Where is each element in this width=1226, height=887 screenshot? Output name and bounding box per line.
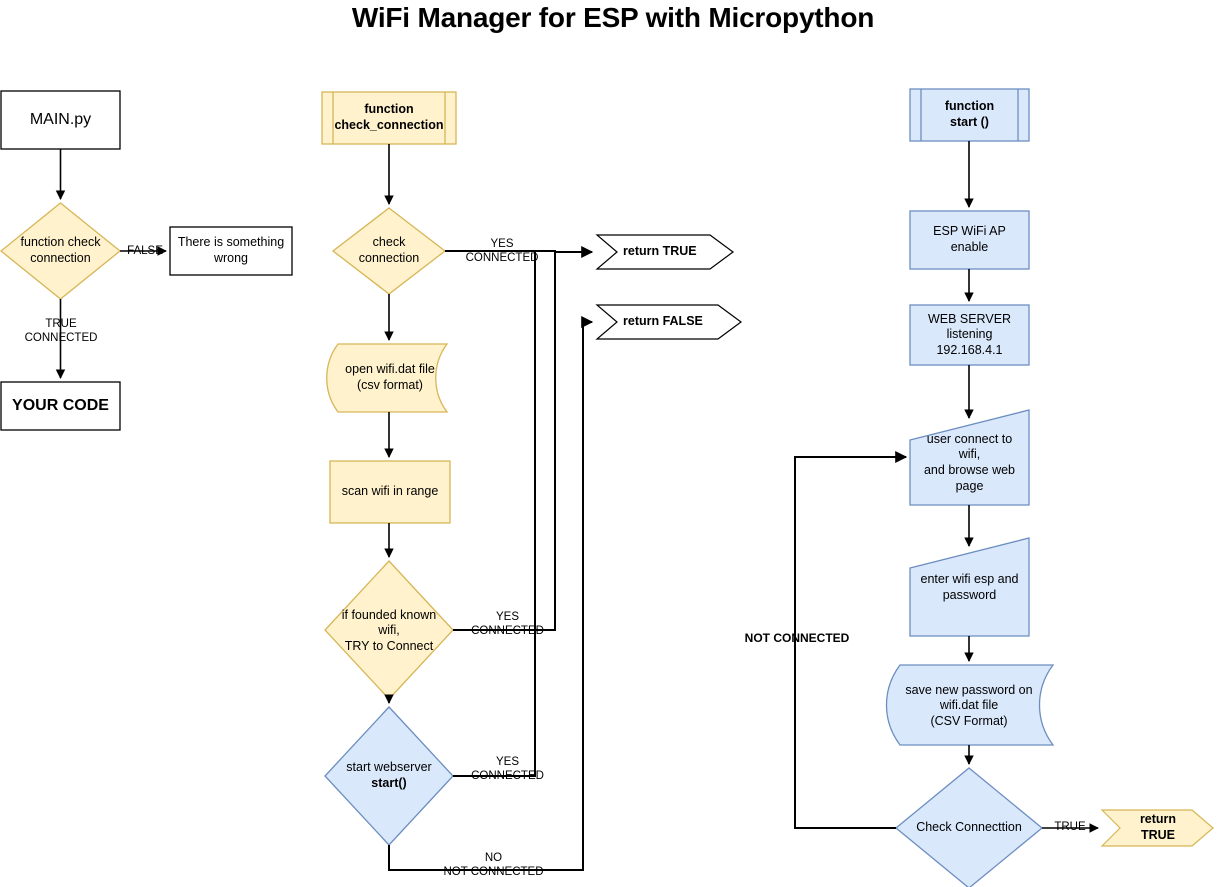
node-return-true-middle-label: return TRUE: [623, 244, 697, 259]
edge-label-not-connected: NOT CONNECTED: [744, 631, 850, 645]
edge-startweb-yes-to-bus: [453, 252, 536, 777]
edge-label-no-not-connected: NO NOT CONNECTED: [443, 852, 544, 878]
node-user-connect-shape: [909, 409, 1030, 506]
node-main-py-shape: [0, 90, 121, 150]
node-ap-enable[interactable]: ESP WiFi AP enable: [910, 211, 1029, 269]
edge-startweb-no-to-return-false: [388, 316, 594, 871]
node-return-true-middle[interactable]: return TRUE: [617, 239, 727, 265]
node-save-password-shape: [885, 664, 1055, 746]
node-if-founded-label: if founded known wifi, TRY to Connect: [341, 607, 437, 653]
node-open-wifi-dat-shape: [326, 343, 449, 413]
node-web-server-label: WEB SERVER listening 192.168.4.1: [927, 311, 1012, 357]
node-check-connection-header-shape: [321, 91, 457, 145]
edge-check-yes-to-return-true: [445, 246, 594, 258]
node-function-check-connection-label: function check connection: [20, 235, 101, 265]
node-check-connecttion[interactable]: Check Connecttion: [904, 815, 1034, 841]
node-return-true-middle-shape: [595, 234, 735, 270]
node-enter-wifi-shape: [909, 537, 1030, 637]
node-open-wifi-dat-label: open wifi.dat file (csv format): [345, 362, 435, 392]
edge-label-yes-connected-1: YES CONNECTED: [465, 238, 539, 264]
node-save-password[interactable]: save new password on wifi.dat file (CSV …: [898, 678, 1040, 734]
page-title: WiFi Manager for ESP with Micropython: [351, 2, 875, 33]
node-scan-wifi[interactable]: scan wifi in range: [330, 461, 450, 523]
edge-label-true: TRUE: [1054, 821, 1086, 833]
node-something-wrong-shape: [169, 226, 293, 276]
node-start-header[interactable]: function start (): [910, 89, 1029, 141]
edge-checkconn-notconnected-loop: [794, 451, 908, 829]
node-web-server[interactable]: WEB SERVER listening 192.168.4.1: [910, 305, 1029, 365]
node-user-connect-label: user connect to wifi, and browse web pag…: [923, 431, 1016, 493]
node-main-py-label: MAIN.py: [29, 111, 92, 128]
node-return-false-middle-label: return FALSE: [623, 314, 703, 329]
node-enter-wifi[interactable]: enter wifi esp and password: [910, 566, 1029, 610]
node-scan-wifi-label: scan wifi in range: [341, 484, 439, 499]
edge-iffounded-yes-to-bus: [453, 252, 556, 631]
node-if-founded[interactable]: if founded known wifi, TRY to Connect: [325, 606, 453, 656]
node-check-connection-diamond[interactable]: check connection: [333, 227, 445, 275]
node-scan-wifi-shape: [329, 460, 451, 524]
node-check-connection-diamond-label: check connection: [358, 235, 420, 265]
node-start-header-shape: [909, 88, 1030, 142]
node-something-wrong[interactable]: There is something wrong: [170, 227, 292, 275]
node-enter-wifi-label: enter wifi esp and password: [920, 572, 1019, 602]
edge-label-yes-connected-3: YES CONNECTED: [471, 756, 544, 782]
node-check-connecttion-shape: [894, 767, 1044, 887]
node-check-connecttion-label: Check Connecttion: [916, 820, 1022, 835]
node-check-connection-header[interactable]: function check_connection: [322, 92, 456, 144]
node-user-connect[interactable]: user connect to wifi, and browse web pag…: [910, 432, 1029, 493]
node-main-py[interactable]: MAIN.py: [1, 91, 120, 149]
node-function-check-connection[interactable]: function check connection: [1, 227, 120, 275]
node-return-false-middle-shape: [595, 304, 743, 340]
node-start-header-label: function start (): [944, 99, 995, 129]
node-return-true-right-shape: [1100, 809, 1214, 847]
edge-label-false: FALSE: [127, 245, 163, 257]
node-your-code-label: YOUR CODE: [12, 397, 109, 414]
node-open-wifi-dat[interactable]: open wifi.dat file (csv format): [330, 354, 450, 402]
node-return-false-middle[interactable]: return FALSE: [617, 309, 727, 335]
node-return-true-right[interactable]: return TRUE: [1118, 812, 1198, 842]
node-return-true-right-label: return TRUE: [1139, 812, 1177, 842]
node-save-password-label: save new password on wifi.dat file (CSV …: [905, 682, 1033, 728]
node-something-wrong-label: There is something wrong: [177, 235, 285, 265]
edge-label-true-connected: TRUE CONNECTED: [24, 318, 98, 344]
node-ap-enable-shape: [909, 210, 1030, 270]
node-check-connection-header-label: function check_connection: [334, 102, 444, 132]
node-your-code-shape: [0, 381, 121, 431]
edge-label-yes-connected-2: YES CONNECTED: [471, 611, 544, 637]
node-ap-enable-label: ESP WiFi AP enable: [933, 224, 1006, 254]
node-your-code[interactable]: YOUR CODE: [1, 382, 120, 430]
